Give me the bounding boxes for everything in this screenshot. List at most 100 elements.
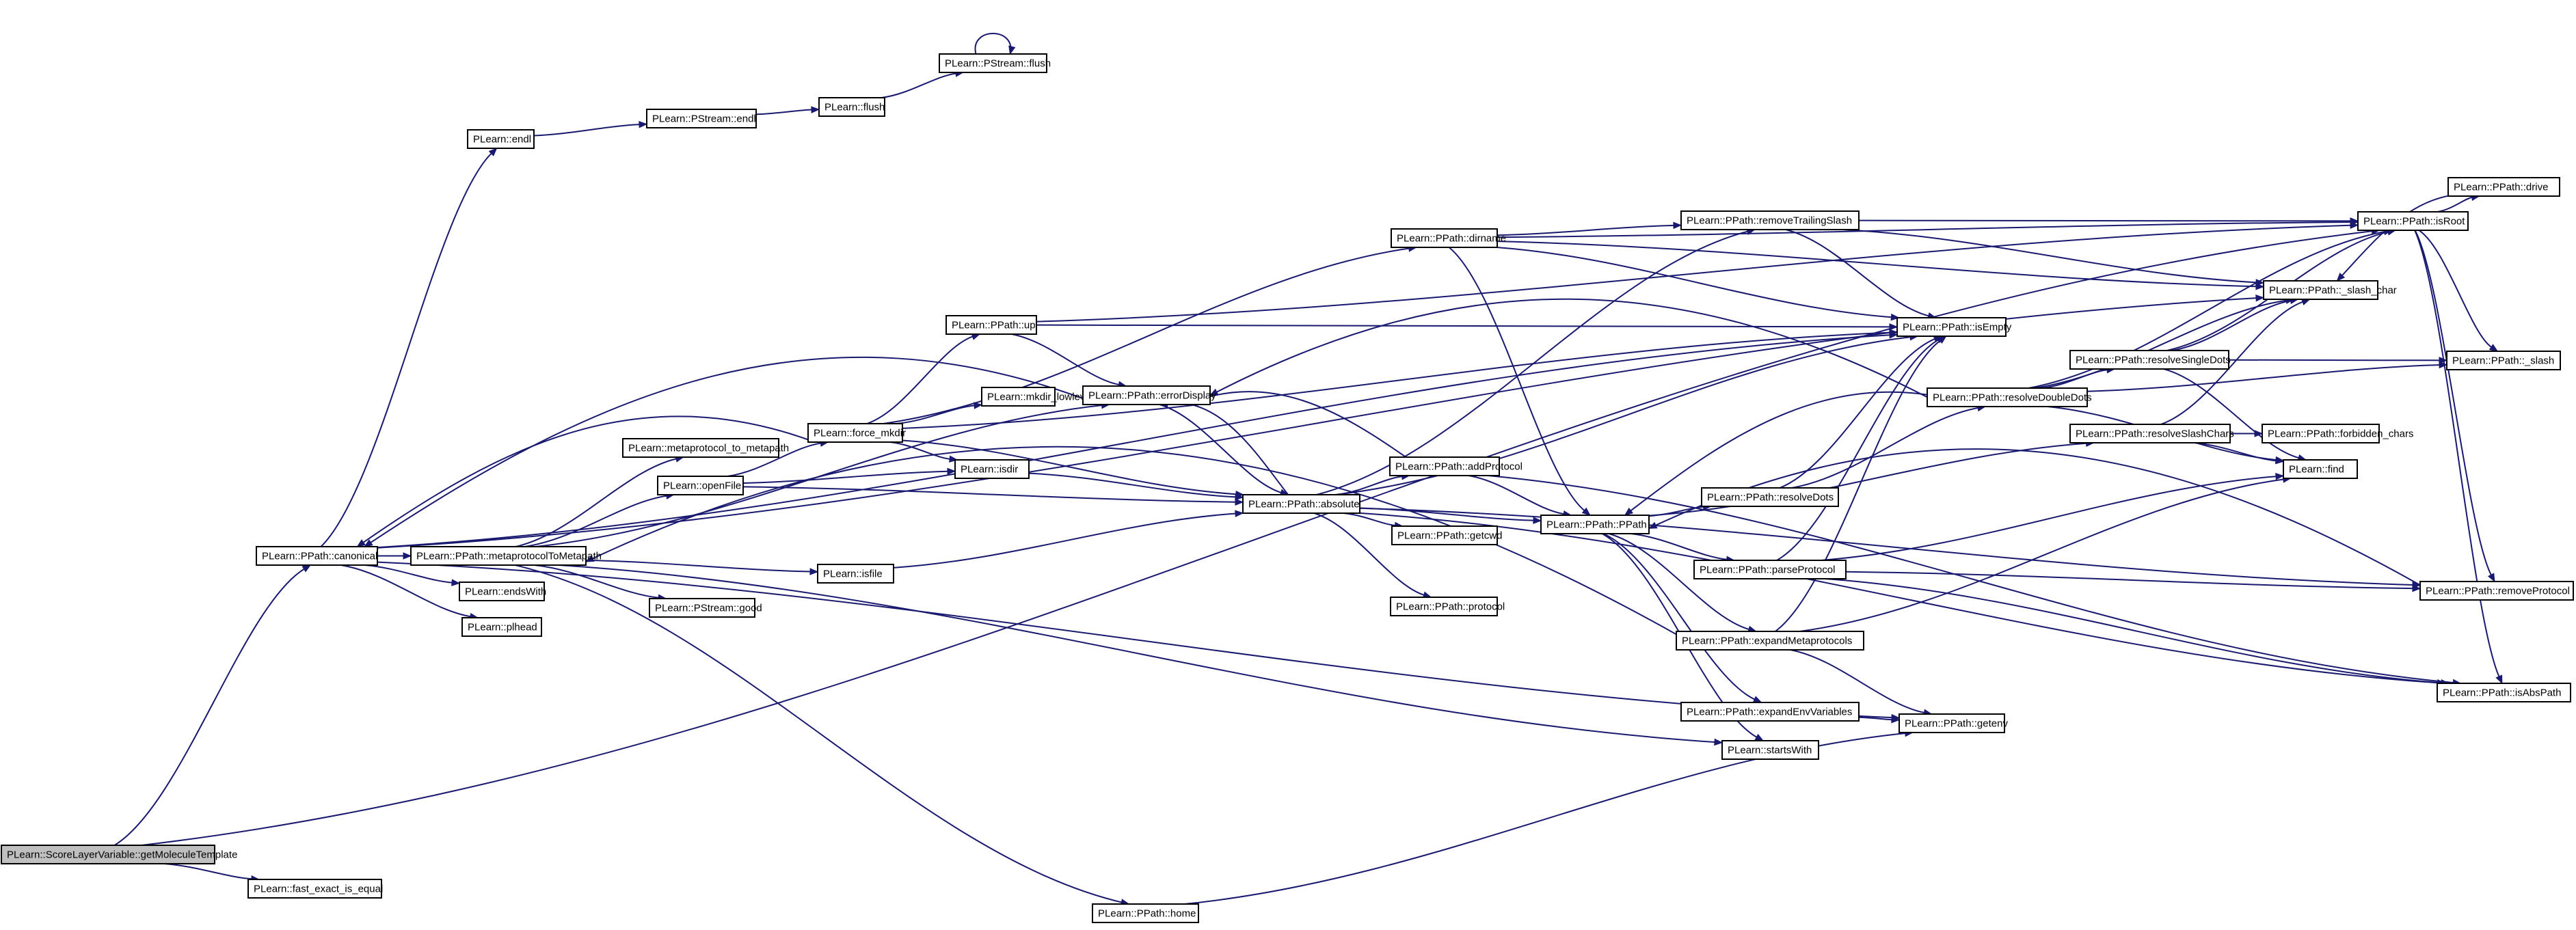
edge-line [1630, 391, 1978, 512]
node-box [945, 315, 1037, 335]
edge-line [1775, 340, 1942, 632]
node-mkdir-lowlevel[interactable]: PLearn::mkdir_lowlevel [981, 387, 1093, 407]
node-box [2446, 351, 2561, 370]
node-box [818, 97, 885, 117]
node-starts-with[interactable]: PLearn::startsWith [1721, 740, 1819, 760]
edge-line [1791, 407, 1979, 489]
node-forbidden-chars[interactable]: PLearn::PPath::forbidden_chars [2262, 424, 2413, 443]
edge-get-molecule-template-to-is-root [141, 228, 2380, 846]
node-isdir[interactable]: PLearn::isdir [954, 459, 1030, 479]
edge-pstream-flush-to-pstream-flush [974, 33, 1016, 55]
node-box [1391, 525, 1498, 545]
edge-line [2414, 230, 2493, 576]
node-box [410, 546, 587, 566]
node-label: PLearn::PPath::removeProtocol [2426, 586, 2570, 597]
node-label: PLearn::PPath::resolveDots [1707, 492, 1834, 504]
edge-pstream-endl-to-flush [755, 106, 820, 115]
node-dirname[interactable]: PLearn::PPath::dirname [1391, 228, 1506, 248]
edge-flush-to-pstream-flush [881, 70, 965, 98]
edge-line [1036, 324, 1891, 328]
node-absolute[interactable]: PLearn::PPath::absolute [1242, 494, 1360, 514]
node-resolve-single-dots[interactable]: PLearn::PPath::resolveSingleDots [2069, 350, 2231, 370]
node-label: PLearn::endsWith [465, 586, 546, 598]
node-label: PLearn::PPath::protocol [1396, 601, 1505, 613]
node-expand-metaprotocols[interactable]: PLearn::PPath::expandMetaprotocols [1676, 631, 1864, 651]
node-label: PLearn::PPath::expandMetaprotocols [1682, 635, 1852, 647]
edge-line [1825, 578, 2443, 684]
edge-arrowhead [2336, 273, 2346, 282]
edge-line [1654, 448, 2421, 586]
node-box [2419, 581, 2574, 601]
edge-line [515, 564, 1123, 903]
edge-up-to-error-display [1011, 333, 1127, 388]
node-drive[interactable]: PLearn::PPath::drive [2447, 177, 2560, 197]
edge-arrowhead [974, 402, 983, 409]
edge-arrowhead [1889, 323, 1899, 331]
edge-arrowhead [451, 579, 461, 586]
node-ends-with[interactable]: PLearn::endsWith [459, 582, 546, 601]
node-pstream-good[interactable]: PLearn::PStream::good [649, 598, 762, 618]
edge-arrowhead [403, 552, 412, 560]
edge-line [1780, 338, 1936, 489]
node-slash[interactable]: PLearn::PPath::_slash [2446, 351, 2561, 370]
edge-line [533, 124, 641, 137]
node-ppath[interactable]: PLearn::PPath::PPath [1540, 515, 1650, 534]
node-label: PLearn::PPath::absolute [1248, 499, 1360, 510]
node-is-abs-path[interactable]: PLearn::PPath::isAbsPath [2437, 683, 2571, 702]
edge-line [515, 458, 677, 547]
node-parse-protocol[interactable]: PLearn::PPath::parseProtocol [1693, 560, 1847, 579]
node-label: PLearn::PPath::up [952, 320, 1036, 331]
node-add-protocol[interactable]: PLearn::PPath::addProtocol [1389, 456, 1522, 476]
node-open-file[interactable]: PLearn::openFile [657, 476, 744, 495]
node-remove-protocol[interactable]: PLearn::PPath::removeProtocol [2419, 581, 2574, 601]
node-pstream-endl[interactable]: PLearn::PStream::endl [646, 109, 757, 128]
node-resolve-double-dots[interactable]: PLearn::PPath::resolveDoubleDots [1927, 387, 2092, 407]
node-resolve-dots[interactable]: PLearn::PPath::resolveDots [1701, 487, 1839, 507]
edge-arrowhead [2255, 294, 2265, 302]
nodes-layer: PLearn::ScoreLayerVariable::getMoleculeT… [1, 53, 2574, 923]
edge-error-display-to-canonical [364, 356, 1099, 547]
node-is-root[interactable]: PLearn::PPath::isRoot [2357, 211, 2469, 231]
node-box [1701, 487, 1839, 507]
node-endl[interactable]: PLearn::endl [467, 129, 535, 149]
edge-line [364, 564, 453, 584]
node-protocol[interactable]: PLearn::PPath::protocol [1390, 597, 1505, 616]
node-get-molecule-template[interactable]: PLearn::ScoreLayerVariable::getMoleculeT… [1, 845, 237, 864]
node-up[interactable]: PLearn::PPath::up [945, 315, 1037, 335]
node-pstream-flush[interactable]: PLearn::PStream::flush [939, 53, 1051, 73]
node-canonical[interactable]: PLearn::PPath::canonical [256, 546, 378, 566]
node-label: PLearn::PPath::PPath [1546, 519, 1647, 531]
node-remove-trailing-slash[interactable]: PLearn::PPath::removeTrailingSlash [1680, 210, 1860, 230]
edge-arrowhead [1754, 733, 1765, 741]
node-isfile[interactable]: PLearn::isfile [817, 564, 894, 584]
edge-line [524, 495, 668, 547]
edge-metaprotocol-to-metapath-to-home [515, 564, 1130, 906]
edge-arrowhead [1235, 510, 1244, 517]
node-force-mkdir[interactable]: PLearn::force_mkdir [807, 423, 906, 443]
node-error-display[interactable]: PLearn::PPath::errorDisplay [1082, 385, 1216, 405]
edge-arrowhead [2439, 361, 2448, 369]
edge-line [1785, 229, 1930, 317]
node-slash-char[interactable]: PLearn::PPath::_slash_char [2263, 280, 2397, 300]
node-resolve-slash-chars[interactable]: PLearn::PPath::resolveSlashChars [2069, 424, 2234, 443]
node-label: PLearn::force_mkdir [814, 428, 906, 439]
edge-ppath-to-expand-metaprotocols [1609, 533, 1757, 633]
node-box [1540, 515, 1650, 534]
edge-line [1845, 571, 2414, 590]
node-getenv[interactable]: PLearn::PPath::getenv [1899, 713, 2008, 733]
node-fast-exact-is-equal[interactable]: PLearn::fast_exact_is_equal [247, 879, 383, 899]
node-plhead[interactable]: PLearn::plhead [461, 617, 542, 637]
node-metaprotocol-to-metapath[interactable]: PLearn::PPath::metaprotocolToMetapath [410, 546, 602, 566]
edge-remove-trailing-slash-to-is-empty [1785, 229, 1937, 320]
node-find[interactable]: PLearn::find [2283, 459, 2358, 479]
node-getcwd[interactable]: PLearn::PPath::getcwd [1391, 525, 1502, 545]
node-metaprotocol-to-metapath[interactable]: PLearn::metaprotocol_to_metapath [622, 438, 789, 458]
edge-absolute-to-is-abs-path [1359, 512, 2446, 687]
node-box [807, 423, 903, 443]
node-home[interactable]: PLearn::PPath::home [1092, 903, 1199, 923]
edge-add-protocol-to-ppath [1468, 475, 1572, 518]
node-is-empty[interactable]: PLearn::PPath::isEmpty [1896, 317, 2012, 337]
node-expand-env-variables[interactable]: PLearn::PPath::expandEnvVariables [1680, 702, 1860, 722]
node-flush[interactable]: PLearn::flush [818, 97, 885, 117]
edge-arrowhead [1673, 221, 1682, 230]
